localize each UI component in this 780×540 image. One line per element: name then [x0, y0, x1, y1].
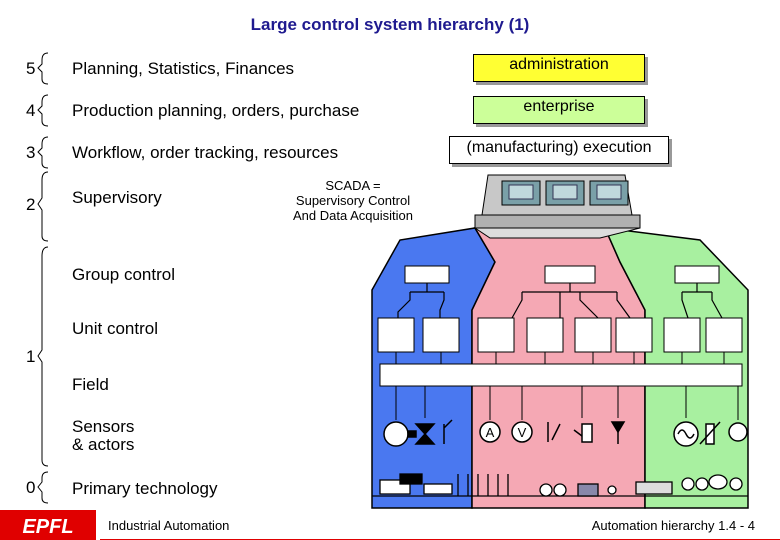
unit-box-6: [615, 317, 653, 353]
roller-icon: [681, 477, 695, 491]
epfl-logo-bar: [0, 510, 96, 540]
valve-icon: [414, 423, 436, 445]
switch-icon: [547, 422, 561, 442]
level-0-text: Primary technology: [72, 479, 218, 498]
sensor-actor-symbols: [383, 419, 748, 447]
grid-pole-icon: [457, 474, 509, 496]
scada-console: [473, 174, 641, 239]
ammeter-label: A: [486, 425, 495, 440]
conveyor-icon: [635, 481, 673, 495]
group-controller-blue: [404, 265, 450, 284]
group-controller-green: [674, 265, 720, 284]
sensors-actors-text: Sensors & actors: [72, 417, 135, 454]
level-2-text: Supervisory: [72, 188, 162, 207]
coil-icon: [581, 423, 593, 443]
level-braces: [37, 52, 49, 504]
footer-course: Industrial Automation: [108, 518, 230, 533]
unit-box-1: [377, 317, 415, 353]
brace-level-1: [37, 246, 49, 467]
unit-box-3: [477, 317, 515, 353]
brace-level-5: [37, 52, 49, 85]
sensor-icon: [728, 422, 748, 442]
level-1-number: 1: [26, 347, 36, 366]
field-text: Field: [72, 375, 109, 394]
unit-box-2: [422, 317, 460, 353]
page-title: Large control system hierarchy (1): [250, 15, 530, 34]
thermistor-icon: [443, 419, 453, 444]
unit-controllers: [377, 317, 743, 353]
administration-box: administration: [473, 54, 645, 82]
group-control-text: Group control: [72, 265, 175, 284]
unit-box-4: [526, 317, 564, 353]
level-4-number: 4: [26, 101, 36, 120]
brace-level-4: [37, 94, 49, 127]
tank-icon: [577, 483, 599, 497]
level-0-number: 0: [26, 478, 36, 497]
brace-level-2: [37, 171, 49, 242]
footer-page: Automation hierarchy 1.4 - 4: [591, 518, 755, 533]
scada-note: SCADA = Supervisory Control And Data Acq…: [293, 178, 413, 223]
level-4-text: Production planning, orders, purchase: [72, 101, 360, 120]
unit-control-text: Unit control: [72, 319, 158, 338]
level-3-text: Workflow, order tracking, resources: [72, 143, 339, 162]
unit-box-5: [574, 317, 612, 353]
primary-technology-equipment: [372, 473, 748, 497]
enterprise-box: enterprise: [473, 96, 645, 124]
brace-level-3: [37, 136, 49, 169]
diode-icon: [610, 421, 626, 434]
level-5-number: 5: [26, 59, 36, 78]
motor-icon: [383, 421, 409, 447]
epfl-logo: EPFL: [22, 516, 73, 538]
level-5-text: Planning, Statistics, Finances: [72, 59, 295, 78]
group-controller-pink: [544, 265, 596, 284]
pump-icon: [539, 483, 553, 497]
level-2-number: 2: [26, 195, 36, 214]
brace-level-0: [37, 471, 49, 504]
ammeter-icon: [479, 421, 501, 443]
unit-box-8: [705, 317, 743, 353]
level-3-number: 3: [26, 143, 36, 162]
field-bus-links: [395, 352, 739, 420]
voltmeter-label: V: [518, 425, 527, 440]
unit-box-7: [663, 317, 701, 353]
voltmeter-icon: [511, 421, 533, 443]
group-unit-links: [397, 283, 723, 319]
field-bus: [379, 363, 743, 387]
execution-box: (manufacturing) execution: [449, 136, 669, 164]
